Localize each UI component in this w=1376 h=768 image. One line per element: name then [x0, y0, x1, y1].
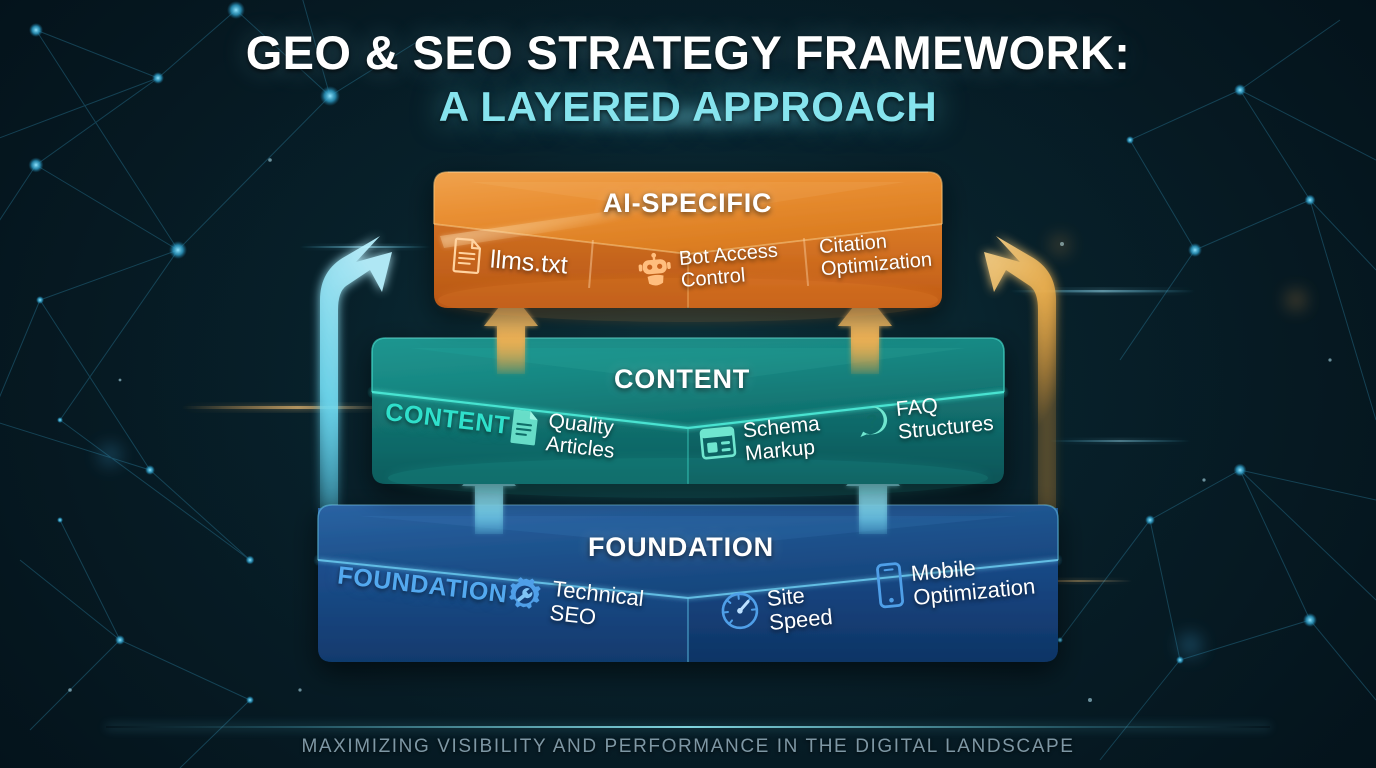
faq-bubble-icon: ? [853, 403, 891, 445]
robot-icon [637, 251, 674, 295]
header: GEO & SEO STRATEGY FRAMEWORK: A LAYERED … [0, 26, 1376, 132]
layer-item-label: Schema Markup [741, 412, 821, 466]
layer-item-label: llms.txt [488, 245, 569, 280]
right-ascend-arrow [984, 236, 1056, 512]
layer-title-ai-specific: AI-SPECIFIC [603, 188, 773, 218]
layer-title-content: CONTENT [614, 364, 751, 394]
footer-divider [106, 726, 1270, 728]
left-ascend-arrow [320, 236, 392, 512]
smartphone-icon [874, 561, 907, 614]
layer-title-foundation: FOUNDATION [588, 532, 774, 562]
page-subtitle: A LAYERED APPROACH [438, 82, 938, 130]
layer-item-quality-articles: Quality Articles [507, 406, 653, 467]
svg-text:?: ? [865, 412, 879, 434]
layer-item-llms-txt: llms.txt [451, 236, 570, 286]
layer-item-mobile-optimization: Mobile Optimization [874, 549, 1036, 615]
article-icon [507, 407, 542, 453]
layer-item-faq-structures: ? FAQ Structures [853, 389, 1003, 448]
layer-item-schema-markup: Schema Markup [698, 411, 842, 470]
gear-wrench-icon [503, 574, 546, 621]
footer-tagline: MAXIMIZING VISIBILITY AND PERFORMANCE IN… [301, 736, 1075, 757]
schema-icon [699, 426, 738, 466]
layer-item-label: Mobile Optimization [909, 554, 1037, 610]
document-icon [451, 236, 484, 279]
gauge-icon [718, 589, 762, 638]
page-title: GEO & SEO STRATEGY FRAMEWORK: [245, 26, 1131, 79]
layer-item-technical-seo: Technical SEO [503, 572, 657, 636]
layer-item-label: Site Speed [765, 582, 834, 635]
layer-item-bot-access-control: Bot Access Control [636, 239, 793, 295]
layer-item-site-speed: Site Speed [718, 580, 842, 639]
